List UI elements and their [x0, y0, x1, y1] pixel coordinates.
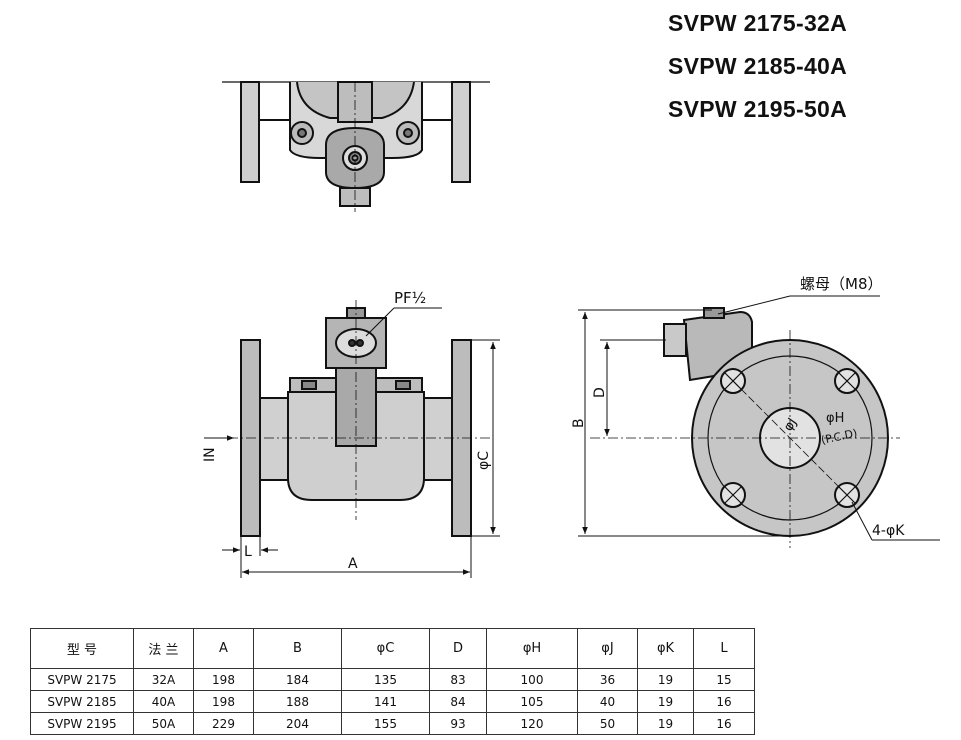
dim-c-front [471, 339, 500, 537]
header-d: D [429, 628, 487, 669]
header-c: φC [341, 628, 430, 669]
table-cell: 32A [133, 668, 194, 691]
dim-d-label: D [592, 387, 608, 398]
table-cell: 198 [193, 690, 254, 713]
header-flange: 法 兰 [133, 628, 194, 669]
table-cell: SVPW 2195 [30, 712, 134, 735]
table-cell: 36 [577, 668, 638, 691]
table-cell: 105 [486, 690, 578, 713]
model-title-2: SVPW 2185-40A [668, 53, 848, 79]
table-cell: SVPW 2185 [30, 690, 134, 713]
pf-leader [365, 307, 442, 337]
table-cell: 15 [693, 668, 755, 691]
header-h: φH [486, 628, 578, 669]
holes-leader [851, 501, 940, 541]
dim-b [578, 309, 790, 537]
dim-d [600, 339, 666, 436]
table-cell: 141 [341, 690, 430, 713]
top-view [222, 81, 490, 212]
table-cell: 120 [486, 712, 578, 735]
table-cell: 19 [637, 668, 694, 691]
dim-l [222, 536, 278, 578]
dim-a [242, 536, 472, 578]
table-cell: 19 [637, 712, 694, 735]
header-a: A [193, 628, 254, 669]
dim-h-label: φH [826, 411, 844, 426]
table-cell: 198 [193, 668, 254, 691]
table-cell: 188 [253, 690, 342, 713]
table-header-row: 型 号 法 兰 A B φC D φH φJ φK L [30, 628, 755, 669]
nut-leader [717, 295, 880, 315]
table-cell: 84 [429, 690, 487, 713]
table-cell: 16 [693, 690, 755, 713]
dim-a-label: A [348, 556, 358, 572]
table-cell: 83 [429, 668, 487, 691]
table-row: SVPW 2195 50A 229 204 155 93 120 50 19 1… [30, 712, 755, 735]
table-cell: 100 [486, 668, 578, 691]
model-title-block: SVPW 2175-32A SVPW 2185-40A SVPW 2195-50… [668, 8, 928, 137]
model-title-1: SVPW 2175-32A [668, 10, 848, 36]
table-cell: 50 [577, 712, 638, 735]
table-cell: 40A [133, 690, 194, 713]
dim-b-label: B [571, 418, 587, 428]
table-cell: 40 [577, 690, 638, 713]
table-cell: SVPW 2175 [30, 668, 134, 691]
header-k: φK [637, 628, 694, 669]
header-l: L [693, 628, 755, 669]
pf-label: PF½ [394, 289, 426, 307]
dim-l-label: L [244, 544, 252, 560]
holes-label: 4-φK [872, 523, 905, 539]
table-cell: 184 [253, 668, 342, 691]
nut-label: 螺母（M8） [800, 275, 883, 293]
table-cell: 19 [637, 690, 694, 713]
header-j: φJ [577, 628, 638, 669]
spec-table: 型 号 法 兰 A B φC D φH φJ φK L SVPW 2175 32… [30, 628, 755, 735]
header-b: B [253, 628, 342, 669]
table-cell: 155 [341, 712, 430, 735]
table-cell: 93 [429, 712, 487, 735]
dim-c-label: φC [476, 451, 492, 470]
table-cell: 229 [193, 712, 254, 735]
in-label: IN [202, 447, 218, 462]
table-row: SVPW 2185 40A 198 188 141 84 105 40 19 1… [30, 690, 755, 713]
table-cell: 50A [133, 712, 194, 735]
table-cell: 135 [341, 668, 430, 691]
table-cell: 204 [253, 712, 342, 735]
front-view [210, 300, 490, 537]
model-title-3: SVPW 2195-50A [668, 96, 848, 122]
side-view [590, 307, 900, 548]
table-row: SVPW 2175 32A 198 184 135 83 100 36 19 1… [30, 668, 755, 691]
header-model: 型 号 [30, 628, 134, 669]
table-cell: 16 [693, 712, 755, 735]
